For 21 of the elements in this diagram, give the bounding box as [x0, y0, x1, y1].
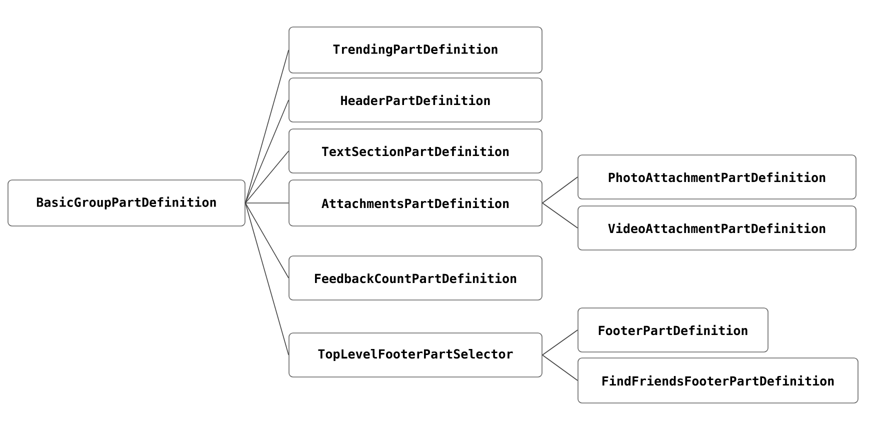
connector-line: [245, 202, 289, 356]
class-box: TextSectionPartDefinition: [288, 128, 542, 174]
connector-line: [542, 354, 578, 381]
connector-line: [245, 100, 289, 204]
connector-line: [245, 202, 289, 278]
class-box: TopLevelFooterPartSelector: [288, 332, 542, 378]
connector-line: [245, 50, 289, 204]
class-box: VideoAttachmentPartDefinition: [578, 206, 856, 250]
connector-line: [245, 150, 289, 204]
class-box: FeedbackCountPartDefinition: [288, 256, 542, 300]
class-box: TrendingPartDefinition: [288, 26, 542, 74]
class-box: AttachmentsPartDefinition: [288, 180, 542, 226]
class-box: FooterPartDefinition: [578, 308, 768, 352]
connector-line: [542, 202, 578, 228]
class-box: PhotoAttachmentPartDefinition: [578, 154, 856, 200]
connector-line: [542, 330, 578, 356]
class-box: FindFriendsFooterPartDefinition: [578, 358, 858, 404]
connector-line: [245, 202, 289, 204]
class-box: BasicGroupPartDefinition: [8, 180, 246, 226]
class-box: HeaderPartDefinition: [288, 78, 542, 122]
connector-line: [542, 176, 578, 204]
